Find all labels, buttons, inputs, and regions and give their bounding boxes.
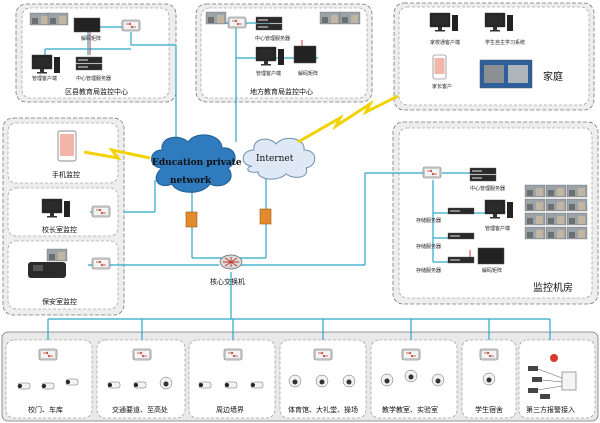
zone-6-switch[interactable] [479,348,499,361]
edu-network-label-2: network [170,176,212,186]
room-storage-2-label: 存储服务器 [416,243,441,250]
room-mgmt-label: 中心管理服务器 [470,185,505,192]
local-decoder-device [293,45,317,64]
security-switch[interactable] [91,257,111,270]
zone-3-switch[interactable] [223,348,243,361]
internet-cloud [242,137,316,180]
lightning-home-icon [297,94,399,144]
district-decoder-label: 解码矩阵 [81,35,101,42]
local-mgmt-device [255,16,283,24]
zone-3-camera-icon [198,381,212,389]
zone-2-camera-icon [107,381,121,389]
local-mgmt-label: 中心管理服务器 [255,35,290,42]
local-video-wall [205,11,227,25]
zone-5-switch[interactable] [401,348,421,361]
zone-7-label: 第三方报警接入 [526,405,575,414]
zone-4-label: 体育馆、大礼堂、操场 [288,405,358,414]
room-storage-1-device [447,207,475,215]
core-switch-label: 核心交换机 [210,277,245,286]
room-decoder-device [477,247,505,265]
local-client-label: 管理客户端 [256,70,281,77]
zone-1-camera-icon [17,382,31,390]
home-student-label: 学生自主学习系统 [485,39,525,46]
alarm-panel-icon [528,354,577,399]
security-monitor-label: 保安室监控 [42,297,77,306]
edu-firewall-icon [185,211,198,228]
principal-inner [7,187,119,237]
zone-6-camera-icon [482,372,496,386]
district-mgmt-label: 中心管理服务器 [76,75,111,82]
zone-1-switch[interactable] [38,348,58,361]
zone-5-label: 教学教室、实验室 [382,405,438,414]
room-mgmt-device [469,167,497,175]
room-storage-2-device [447,232,475,240]
principal-switch[interactable] [91,205,111,218]
zone-3-label: 周边墙界 [216,405,244,414]
room-storage-1-label: 存储服务器 [416,217,441,224]
home-phone-label: 家长客户 [432,83,452,90]
room-storage-3-device [447,256,475,264]
lightning-phone-icon [83,147,151,161]
zone-5-camera-icon [380,373,394,387]
zone-1-label: 校门、车库 [28,405,63,414]
zone-4-camera-icon [288,374,302,388]
home-parent-label: 家校通客户端 [430,39,460,46]
home-inner [398,6,590,106]
district-center-title: 区县教育局监控中心 [65,87,128,96]
district-video-wall [29,12,51,26]
district-decoder-device [73,17,101,33]
district-client-label: 管理客户端 [32,75,57,82]
principal-monitor-label: 校长室监控 [42,225,77,234]
room-decoder-label: 解码矩阵 [482,267,502,274]
internet-label: Internet [256,154,294,164]
zone-2-label: 交通要道、至高处 [112,405,168,414]
home-title: 家庭 [543,70,563,83]
room-client-label: 管理客户端 [485,225,510,232]
edu-network-label-1: Education private [152,158,242,168]
local-center-title: 地方教育局监控中心 [250,87,313,96]
local-decoder-label: 解码矩阵 [298,70,318,77]
zone-6-label: 学生宿舍 [475,405,503,414]
edu-network-cloud [151,134,236,193]
zone-2-switch[interactable] [132,348,152,361]
security-video-wall [46,248,68,262]
local-switch[interactable] [227,16,247,29]
district-switch[interactable] [121,19,141,32]
phone-monitor-label: 手机监控 [52,170,80,179]
room-switch[interactable] [422,166,442,179]
district-mgmt-device [75,56,103,64]
zone-4-switch[interactable] [313,348,333,361]
internet-firewall-icon [259,208,272,225]
local-video-wall-2 [319,11,341,25]
monitor-room-title: 监控机房 [533,281,573,294]
room-storage-3-label: 存储服务器 [416,267,441,274]
